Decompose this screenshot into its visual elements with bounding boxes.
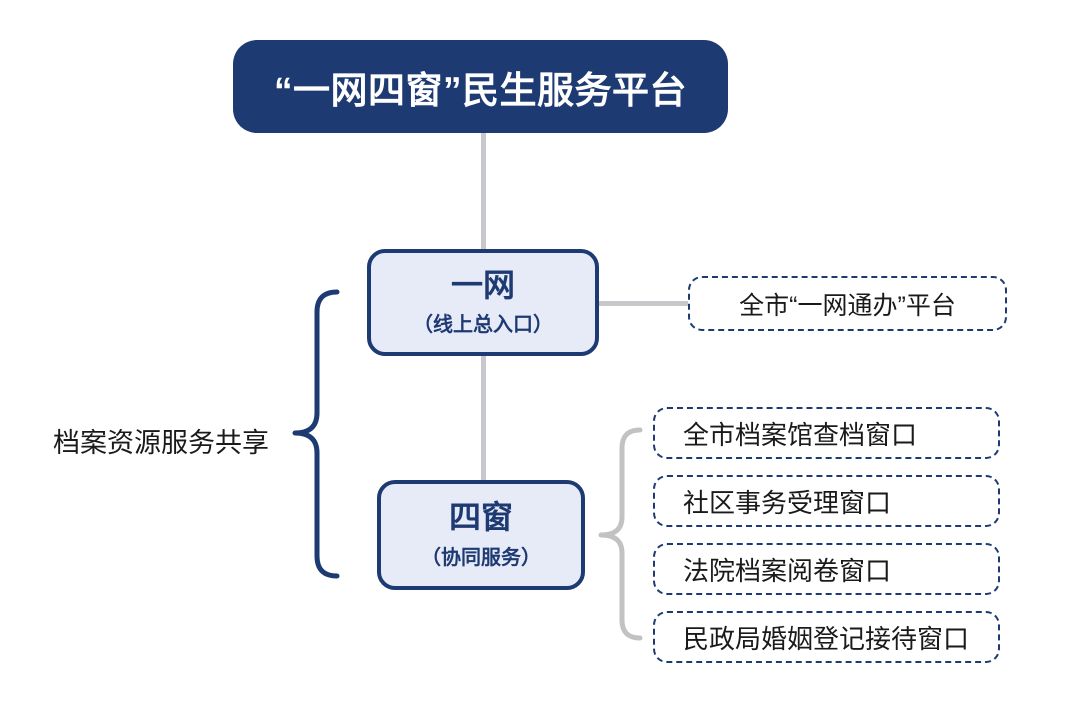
platform-title-node: “一网四窗”民生服务平台: [233, 40, 728, 133]
windows-node-title: 四窗: [448, 499, 513, 536]
window-item-label: 全市档案馆查档窗口: [683, 419, 918, 450]
connector-network-to-windows: [481, 356, 486, 480]
citywide-platform-label: 全市“一网通办”平台: [739, 291, 956, 320]
platform-title-text: “一网四窗”民生服务平台: [274, 69, 687, 111]
connector-title-to-network: [481, 133, 486, 249]
window-item-label: 民政局婚姻登记接待窗口: [683, 623, 970, 654]
window-item-court-files: 法院档案阅卷窗口: [653, 543, 1000, 595]
window-item-archive-search: 全市档案馆查档窗口: [653, 407, 1000, 459]
network-node-subtitle: （线上总入口）: [413, 314, 553, 337]
connector-network-to-platform: [599, 301, 688, 306]
archive-sharing-label: 档案资源服务共享: [53, 428, 269, 458]
network-node-title: 一网: [450, 266, 515, 303]
citywide-platform-node: 全市“一网通办”平台: [688, 276, 1007, 331]
window-item-label: 法院档案阅卷窗口: [683, 555, 892, 586]
network-node: 一网 （线上总入口）: [367, 249, 599, 356]
left-curly-brace: [292, 289, 340, 579]
right-curly-brace: [598, 427, 643, 641]
windows-node: 四窗 （协同服务）: [377, 480, 585, 590]
window-item-label: 社区事务受理窗口: [683, 487, 892, 518]
windows-node-subtitle: （协同服务）: [421, 546, 541, 569]
window-item-community-affairs: 社区事务受理窗口: [653, 475, 1000, 527]
window-item-marriage-registration: 民政局婚姻登记接待窗口: [653, 611, 1000, 663]
